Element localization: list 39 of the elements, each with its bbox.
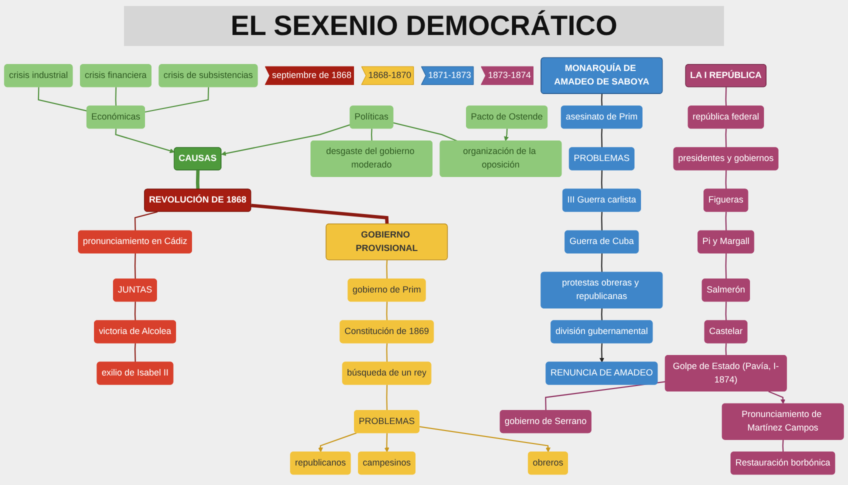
connector bbox=[38, 87, 88, 112]
connector bbox=[370, 128, 372, 142]
connector bbox=[601, 94, 603, 106]
arrow bbox=[115, 128, 175, 154]
connector bbox=[601, 253, 603, 272]
connector bbox=[134, 343, 136, 362]
arrow bbox=[384, 433, 390, 452]
diagram-title: EL SEXENIO DEMOCRÁTICO bbox=[124, 6, 724, 46]
connector bbox=[725, 253, 727, 280]
connector bbox=[386, 384, 388, 411]
connector bbox=[196, 170, 200, 190]
connector bbox=[725, 302, 727, 321]
arrow bbox=[768, 391, 786, 404]
connector bbox=[725, 212, 727, 231]
connector bbox=[115, 87, 117, 106]
connector bbox=[725, 170, 727, 190]
arrow bbox=[318, 432, 357, 452]
connector bbox=[386, 260, 388, 280]
connector bbox=[386, 302, 388, 321]
connector bbox=[601, 128, 603, 148]
connector bbox=[144, 87, 210, 113]
connector bbox=[393, 122, 458, 142]
connector bbox=[386, 343, 388, 362]
arrow bbox=[419, 426, 550, 452]
connector bbox=[725, 87, 727, 106]
connector bbox=[134, 302, 136, 321]
arrow bbox=[599, 343, 604, 363]
arrow bbox=[221, 124, 351, 156]
connector bbox=[725, 343, 727, 356]
connector bbox=[725, 128, 727, 148]
connector bbox=[134, 211, 158, 231]
arrow bbox=[504, 128, 509, 142]
connector bbox=[601, 308, 603, 321]
connector bbox=[782, 440, 784, 452]
connector bbox=[545, 381, 666, 411]
connector bbox=[250, 204, 389, 224]
connector bbox=[601, 170, 603, 190]
connector bbox=[134, 253, 136, 280]
connector bbox=[601, 212, 603, 231]
